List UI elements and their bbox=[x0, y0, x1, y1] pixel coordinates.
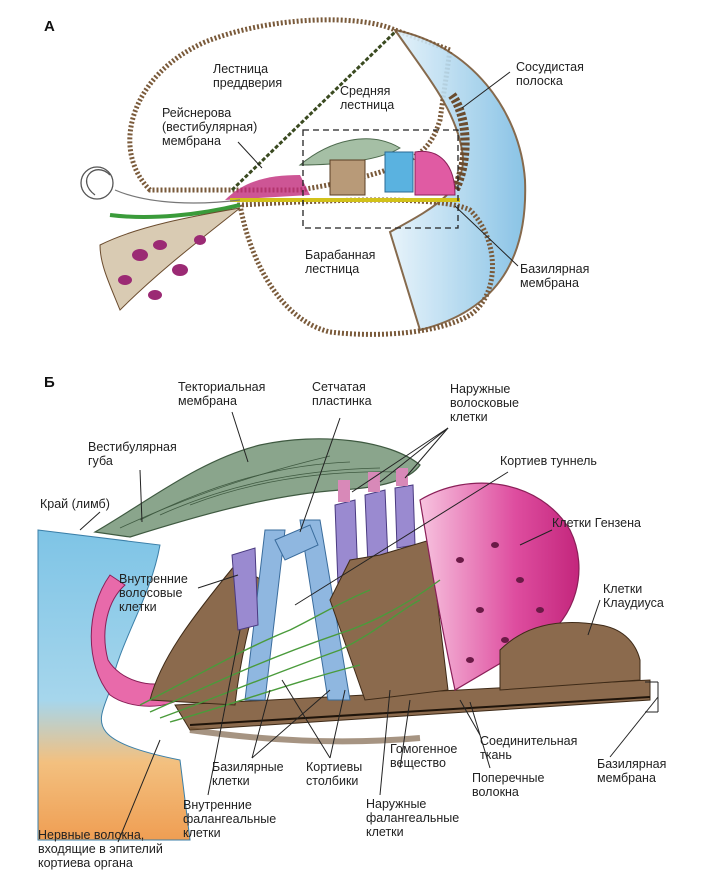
hensen-nuclei bbox=[456, 542, 544, 663]
organ-of-corti-small bbox=[225, 138, 460, 202]
label-hensen-cells: Клетки Гензена bbox=[552, 516, 641, 530]
panel-a-leaders bbox=[237, 71, 519, 267]
label-scala-media: Средняя лестница bbox=[340, 84, 395, 112]
nerve-fibres bbox=[139, 579, 441, 723]
label-claudius-cells: Клетки Клаудиуса bbox=[603, 582, 664, 610]
label-scala-vestibuli: Лестница преддверия bbox=[213, 62, 283, 90]
panel-a-letter: А bbox=[44, 18, 55, 35]
label-basal-cells: Базилярные клетки bbox=[212, 760, 284, 788]
label-stria-vascularis: Сосудистая полоска bbox=[516, 60, 584, 88]
label-outer-hair-cells: Наружные волосковые клетки bbox=[450, 382, 519, 424]
label-pillars: Кортиевы столбики bbox=[306, 760, 363, 788]
label-outer-phalangeal-cells: Наружные фалангеальные клетки bbox=[366, 797, 460, 839]
label-connective-tissue: Соединительная ткань bbox=[480, 734, 578, 762]
zoom-box bbox=[302, 129, 459, 229]
panel-a bbox=[80, 17, 527, 337]
label-reissner-membrane: Рейснерова (вестибулярная) мембрана bbox=[162, 106, 258, 148]
claudius-cells bbox=[499, 622, 641, 691]
tectorial-fibres bbox=[119, 455, 401, 529]
panel-b-leaders bbox=[79, 411, 659, 843]
label-limbus: Край (лимб) bbox=[40, 497, 110, 511]
label-tunnel-of-corti: Кортиев туннель bbox=[500, 454, 597, 468]
label-basilar-membrane-b: Базилярная мембрана bbox=[597, 757, 667, 785]
basilar-membrane-b bbox=[174, 679, 651, 731]
label-basilar-membrane-a: Базилярная мембрана bbox=[520, 262, 590, 290]
stria-vascularis bbox=[448, 92, 470, 193]
inner-hair-cell bbox=[231, 547, 259, 631]
label-inner-phalangeal-cells: Внутренние фалангеальные клетки bbox=[183, 798, 277, 840]
panel-b bbox=[37, 411, 659, 843]
label-inner-hair-cells: Внутренние волосовые клетки bbox=[119, 572, 188, 614]
label-scala-tympani: Барабанная лестница bbox=[305, 248, 376, 276]
pillars-of-corti bbox=[244, 519, 351, 701]
label-tectorial-membrane: Текториальная мембрана bbox=[178, 380, 266, 408]
tectorial-membrane bbox=[93, 438, 421, 538]
label-nerve-fibres: Нервные волокна, входящие в эпителий кор… bbox=[38, 828, 163, 870]
label-transverse-fibres: Поперечные волокна bbox=[472, 771, 545, 799]
label-homogeneous-substance: Гомогенное вещество bbox=[390, 742, 458, 770]
label-reticular-lamina: Сетчатая пластинка bbox=[312, 380, 372, 408]
panel-b-letter: Б bbox=[44, 374, 55, 391]
spiral-ligament bbox=[388, 28, 527, 332]
reissner-membrane bbox=[230, 30, 397, 192]
label-vestibular-lip: Вестибулярная губа bbox=[88, 440, 177, 468]
spiral-ganglion bbox=[80, 166, 241, 311]
